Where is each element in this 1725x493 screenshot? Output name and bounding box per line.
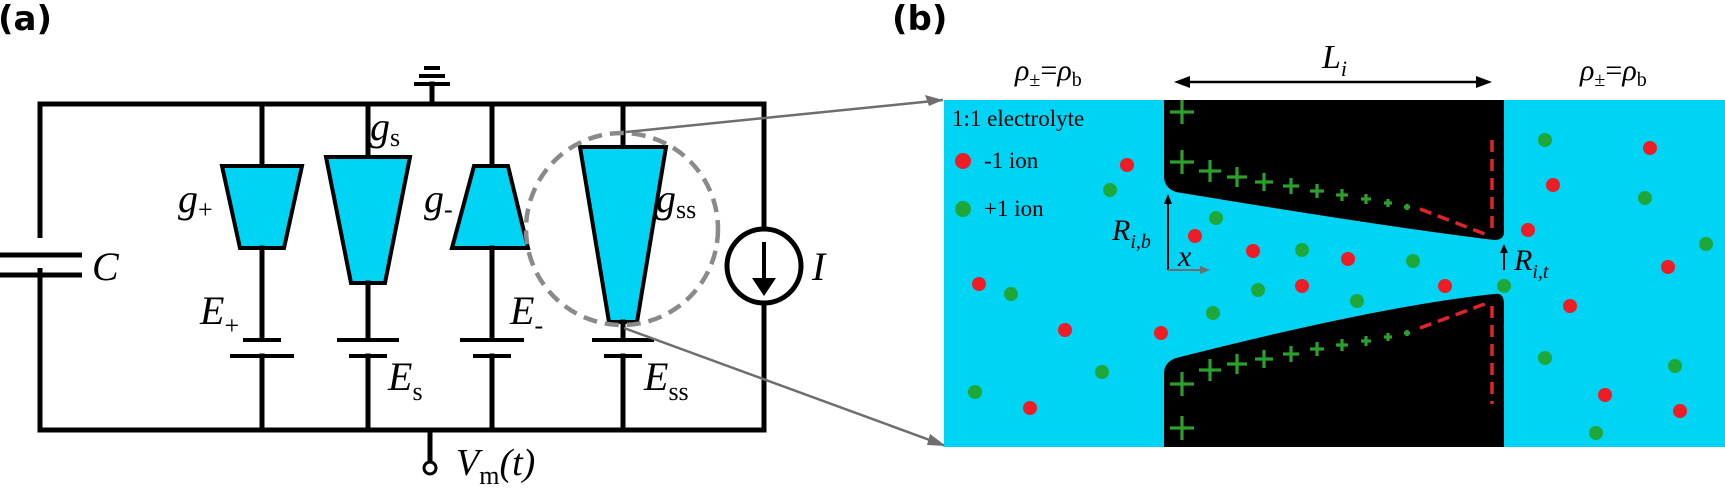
E-s-label: Es <box>387 354 423 406</box>
legend-neg-ion-label: -1 ion <box>984 148 1039 173</box>
ions <box>968 133 1713 440</box>
positive-ion <box>968 385 982 399</box>
nanopore-schematic: Li ρ±=ρb ρ±=ρb 1:1 electrolyte -1 ion +1… <box>944 39 1725 447</box>
circuit-diagram: Vm(t) C I g+ E+ <box>0 66 827 490</box>
panel-a-label: (a) <box>0 0 52 39</box>
channel-branch-minus <box>449 101 531 433</box>
current-source <box>724 226 804 306</box>
current-source-label: I <box>811 244 827 289</box>
positive-ion <box>1538 133 1552 147</box>
tip-radius-arrow <box>1500 244 1508 270</box>
surface-charges <box>1170 100 1410 440</box>
legend: 1:1 electrolyte -1 ion +1 ion <box>952 106 1084 221</box>
E-minus-label: E- <box>509 288 543 340</box>
output-voltage-label: Vm(t) <box>456 442 535 490</box>
membrane-upper <box>1164 100 1504 240</box>
length-label: Li <box>1321 39 1347 81</box>
tip-radius-label: Ri,t <box>1513 244 1549 283</box>
positive-ion <box>1004 287 1018 301</box>
positive-ion <box>1209 211 1223 225</box>
x-axis-label: x <box>1177 240 1192 273</box>
positive-ion <box>1497 279 1511 293</box>
positive-ion <box>1103 183 1117 197</box>
negative-ion <box>1154 326 1168 340</box>
negative-ion <box>1661 260 1675 274</box>
panel-b-label: (b) <box>892 0 947 39</box>
E-ss-label: Ess <box>643 354 689 406</box>
capacitor <box>0 238 82 278</box>
channel-branch-ss <box>577 101 669 433</box>
channel-branch-s <box>323 101 413 433</box>
g-minus-label: g- <box>424 176 453 224</box>
negative-ion <box>1341 252 1355 266</box>
positive-ion <box>1206 306 1220 320</box>
right-bulk-condition: ρ±=ρb <box>1579 54 1647 91</box>
capacitor-label: C <box>92 244 120 289</box>
negative-ion <box>1246 244 1260 258</box>
conductance-g-ss <box>577 145 669 324</box>
negative-ion <box>1598 388 1612 402</box>
x-axis-arrow <box>1168 266 1210 274</box>
g-plus-label: g+ <box>178 176 213 224</box>
negative-ion <box>1643 141 1657 155</box>
g-ss-label: gss <box>656 176 696 224</box>
g-s-label: gs <box>370 104 400 152</box>
positive-ion <box>1638 191 1652 205</box>
positive-ion <box>1406 254 1420 268</box>
legend-title: 1:1 electrolyte <box>952 106 1084 131</box>
legend-neg-ion-marker <box>955 153 971 169</box>
E-plus-label: E+ <box>199 288 239 340</box>
positive-ion <box>1251 283 1265 297</box>
negative-ion <box>972 277 986 291</box>
conductance-g-plus <box>219 164 305 250</box>
negative-ion <box>1438 279 1452 293</box>
positive-ion <box>1538 351 1552 365</box>
base-radius-label: Ri,b <box>1111 214 1151 253</box>
zoom-connectors <box>623 95 947 448</box>
channel-branch-plus <box>219 101 305 433</box>
positive-ion <box>1095 365 1109 379</box>
output-node <box>422 427 438 476</box>
positive-ion <box>1295 243 1309 257</box>
conductance-g-s <box>323 155 413 285</box>
negative-ion <box>1120 158 1134 172</box>
negative-ion <box>1058 323 1072 337</box>
zoom-circle <box>523 130 721 328</box>
negative-ion <box>1188 229 1202 243</box>
legend-pos-ion-marker <box>955 201 971 217</box>
charge-boundary-dashes <box>1419 140 1494 404</box>
left-bulk-condition: ρ±=ρb <box>1014 54 1082 91</box>
conductance-g-minus <box>449 164 531 250</box>
ground-icon <box>414 66 450 107</box>
positive-ion <box>1350 294 1364 308</box>
negative-ion <box>1295 279 1309 293</box>
base-radius-arrow <box>1164 194 1172 270</box>
positive-ion <box>1668 359 1682 373</box>
membrane-lower <box>1164 293 1504 447</box>
negative-ion <box>1563 299 1577 313</box>
positive-ion <box>1589 426 1603 440</box>
legend-pos-ion-label: +1 ion <box>984 196 1044 221</box>
negative-ion <box>1023 401 1037 415</box>
negative-ion <box>1521 223 1535 237</box>
positive-ion <box>1699 237 1713 251</box>
negative-ion <box>1673 404 1687 418</box>
length-arrow <box>1174 76 1492 88</box>
negative-ion <box>1546 178 1560 192</box>
